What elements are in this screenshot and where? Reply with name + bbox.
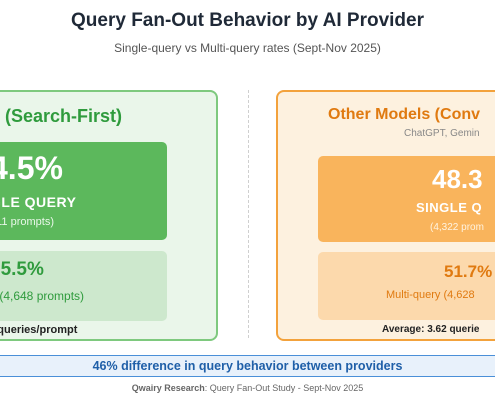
search-first-average: 48 queries/prompt bbox=[0, 324, 78, 336]
other-models-single-count: (4,322 prom bbox=[430, 222, 484, 233]
search-first-multi-percent: 25.5% bbox=[0, 259, 44, 280]
page-title: Query Fan-Out Behavior by AI Provider bbox=[71, 10, 424, 31]
other-models-multi-percent: 51.7% bbox=[444, 262, 493, 281]
other-models-panel-title: Other Models (Conv bbox=[328, 106, 481, 123]
search-first-single-count: 611 prompts) bbox=[0, 216, 54, 228]
search-first-panel: AI (Search-First) 4.5% GLE QUERY 611 pro… bbox=[0, 90, 218, 341]
other-models-single-query-card: 48.3 SINGLE Q (4,322 prom bbox=[318, 156, 495, 242]
difference-banner bbox=[0, 355, 495, 377]
other-models-panel-subtitle: ChatGPT, Gemin bbox=[404, 128, 480, 139]
search-first-multi-query-card: 25.5% y (4,648 prompts) bbox=[0, 251, 167, 321]
other-models-single-percent: 48.3 bbox=[432, 164, 483, 194]
difference-banner-text: 46% difference in query behavior between… bbox=[92, 359, 403, 373]
search-first-panel-title: AI (Search-First) bbox=[0, 106, 123, 126]
search-first-single-percent: 4.5% bbox=[0, 150, 63, 186]
other-models-panel: Other Models (Conv ChatGPT, Gemin 48.3 S… bbox=[276, 90, 495, 341]
page-subtitle: Single-query vs Multi-query rates (Sept-… bbox=[114, 41, 381, 55]
source-text: : Query Fan-Out Study - Sept-Nov 2025 bbox=[204, 383, 364, 393]
search-first-single-label: GLE QUERY bbox=[0, 194, 77, 210]
other-models-multi-query-card: 51.7% Multi-query (4,628 bbox=[318, 252, 495, 320]
source-footer: Qwairy Research: Query Fan-Out Study - S… bbox=[0, 383, 495, 393]
search-first-single-query-card: 4.5% GLE QUERY 611 prompts) bbox=[0, 142, 167, 240]
other-models-multi-label: Multi-query (4,628 bbox=[386, 289, 475, 301]
source-brand: Qwairy Research bbox=[131, 383, 205, 393]
other-models-single-label: SINGLE Q bbox=[416, 200, 483, 215]
panel-divider bbox=[248, 90, 249, 338]
other-models-average: Average: 3.62 querie bbox=[382, 324, 480, 335]
search-first-multi-label: y (4,648 prompts) bbox=[0, 289, 85, 303]
